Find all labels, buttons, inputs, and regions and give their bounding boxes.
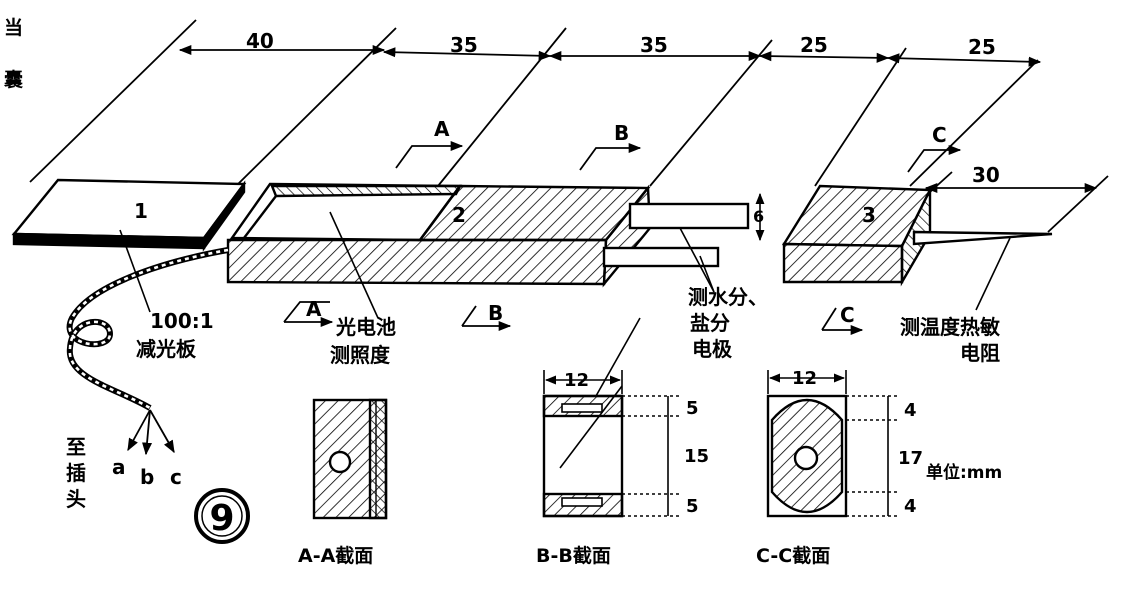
dim-c-width: 12 [792, 368, 817, 389]
marker-b-bottom: B [488, 301, 503, 325]
dim-c-4-top: 4 [904, 400, 917, 421]
margin-char-2: 囊 [3, 68, 24, 91]
marker-a-top: A [434, 117, 450, 141]
dim-25-a: 25 [800, 33, 828, 57]
dim-b-5-top: 5 [686, 398, 699, 419]
section-c-c [766, 394, 848, 518]
marker-c-bottom: C [840, 303, 855, 327]
dim-30: 30 [972, 163, 1000, 187]
sensor-cable [66, 247, 229, 456]
dim-40: 40 [246, 29, 274, 53]
top-dimension-line [178, 44, 1098, 194]
dim-6: 6 [753, 207, 764, 226]
units-label: 单位:mm [926, 462, 1002, 483]
part-number-2: 2 [452, 203, 466, 227]
thermistor-block [781, 184, 1053, 287]
section-c-dims [767, 370, 900, 517]
marker-c-top: C [932, 123, 947, 147]
dim-35-a: 35 [450, 33, 478, 57]
dim-25-b: 25 [968, 35, 996, 59]
wire-b: b [140, 465, 154, 489]
dim-b-5-bottom: 5 [686, 496, 699, 517]
dim-b-15: 15 [684, 446, 709, 467]
figure-number: 9 [194, 488, 250, 544]
caption-b-b: B-B截面 [536, 544, 611, 567]
electrode-label-1: 测水分、 [688, 285, 768, 309]
part-number-1: 1 [134, 199, 148, 223]
photocell-label-1: 光电池 [335, 315, 396, 339]
electrode-label-2: 盐分 [690, 311, 730, 335]
leader-lines [119, 211, 1011, 319]
section-markers [283, 140, 962, 336]
plug-label-2: 插 [66, 461, 86, 485]
part-number-3: 3 [862, 203, 876, 227]
wire-a: a [112, 455, 126, 479]
photocell-module [226, 182, 750, 288]
section-b-b [542, 394, 624, 518]
section-a-a [312, 398, 388, 520]
reduction-ratio: 100:1 [150, 309, 214, 333]
dim-35-b: 35 [640, 33, 668, 57]
figure-number-text: 9 [209, 498, 234, 539]
reduction-plate-label: 减光板 [136, 337, 197, 361]
wire-c: c [170, 465, 182, 489]
photocell-label-2: 测照度 [330, 343, 391, 367]
thermistor-label-1: 测温度热敏 [900, 315, 1001, 339]
margin-char-1: 当 [4, 16, 23, 39]
section-b-dims [543, 317, 680, 517]
dim-b-width: 12 [564, 370, 589, 391]
marker-a-bottom: A [306, 297, 322, 321]
caption-a-a: A-A截面 [298, 544, 373, 567]
thermistor-label-2: 电阻 [960, 341, 1000, 365]
reduction-plate [11, 178, 247, 252]
caption-c-c: C-C截面 [756, 544, 830, 567]
electrode-label-3: 电极 [692, 337, 733, 361]
marker-b-top: B [614, 121, 629, 145]
dim-c-4-bottom: 4 [904, 496, 917, 517]
plug-label-3: 头 [66, 487, 86, 511]
dim-c-17: 17 [898, 448, 923, 469]
extension-lines [29, 19, 1109, 233]
plug-label-1: 至 [66, 435, 86, 459]
